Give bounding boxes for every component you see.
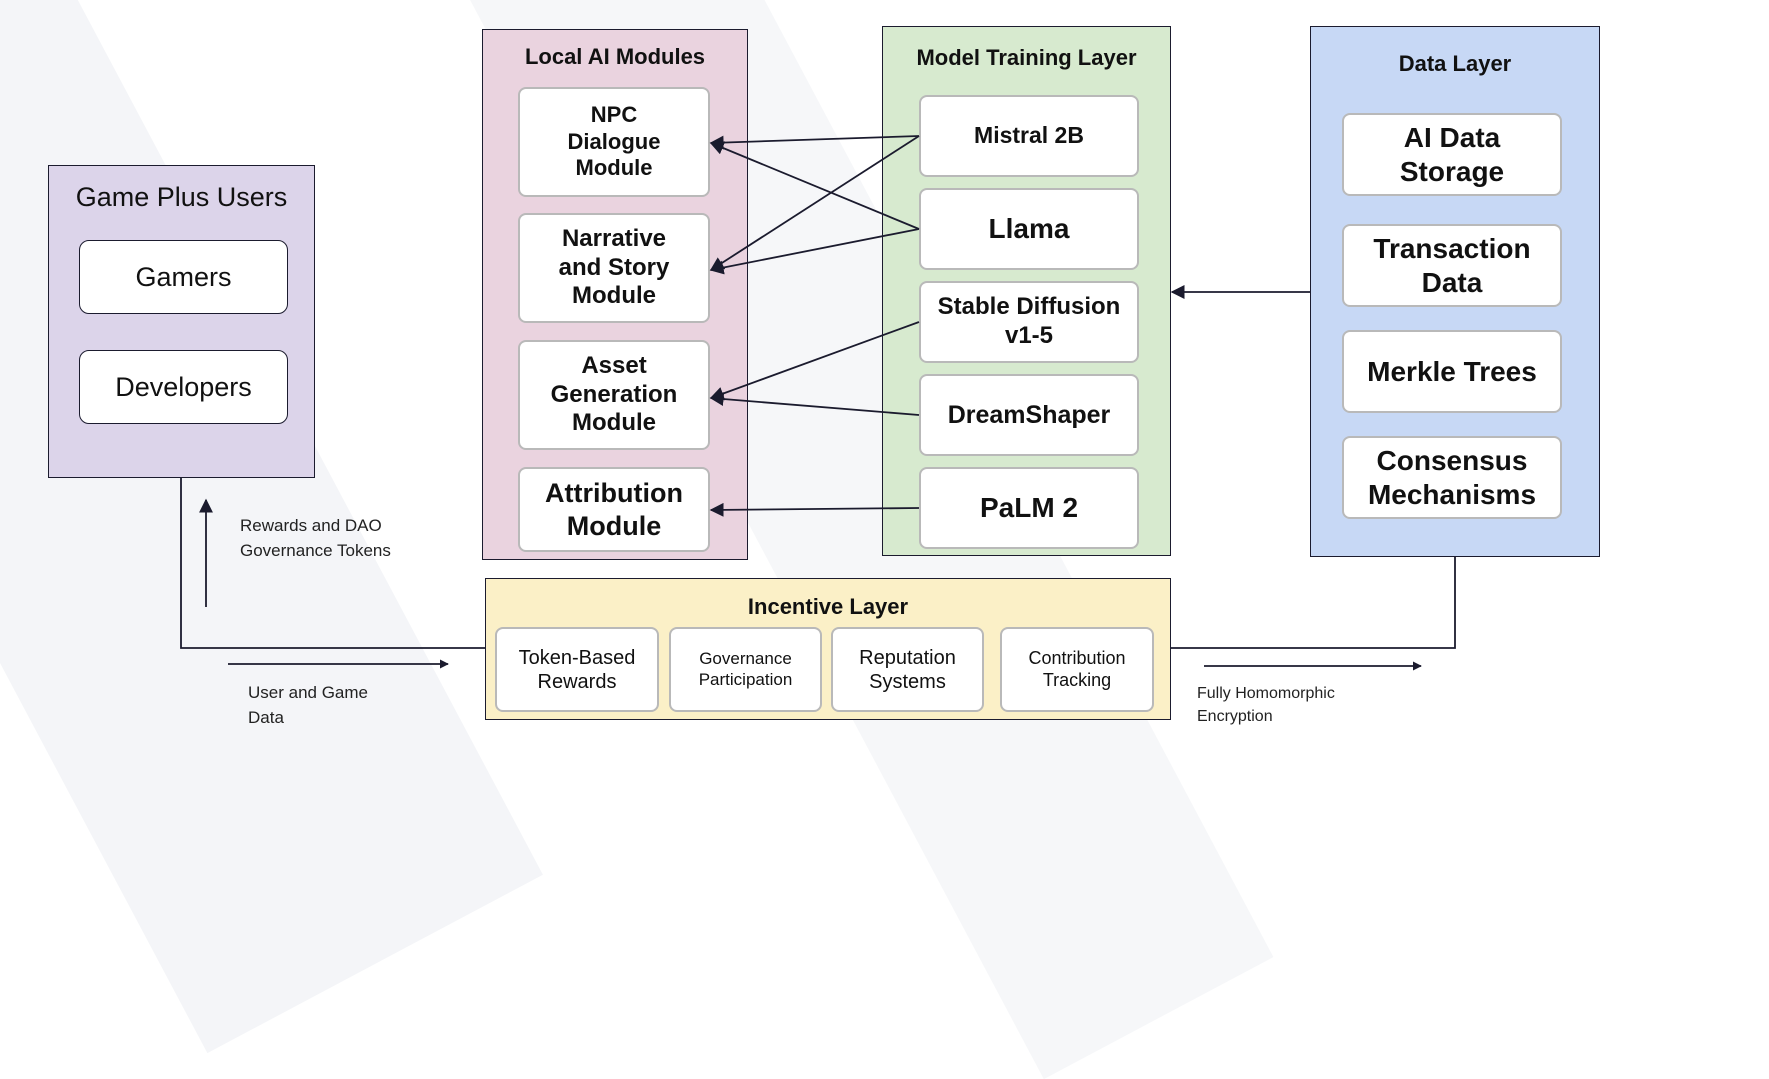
- merkle-trees-node: Merkle Trees: [1342, 330, 1562, 413]
- line-incentive-to-data: [1171, 557, 1456, 649]
- fhe-label: Fully Homomorphic Encryption: [1197, 682, 1335, 728]
- stable-diffusion-node: Stable Diffusion v1-5: [919, 281, 1139, 363]
- arrow-palm-to-attribution: [709, 502, 920, 517]
- gamers-node: Gamers: [79, 240, 288, 314]
- rewards-label-line2: Governance Tokens: [240, 541, 391, 560]
- line-users-to-incentive: [180, 478, 485, 649]
- asset-generation-module: Asset Generation Module: [518, 340, 710, 450]
- governance-participation-node: Governance Participation: [669, 627, 822, 712]
- token-rewards-node: Token-Based Rewards: [495, 627, 659, 712]
- attribution-module: Attribution Module: [518, 467, 710, 552]
- palm-2-node: PaLM 2: [919, 467, 1139, 549]
- rewards-label: Rewards and DAO Governance Tokens: [240, 513, 391, 563]
- arrow-mistral-to-narrative: [709, 135, 920, 271]
- arrow-stable-to-asset: [709, 321, 920, 401]
- consensus-mechanisms-node: Consensus Mechanisms: [1342, 436, 1562, 519]
- llama-node: Llama: [919, 188, 1139, 270]
- users-panel: Game Plus Users: [48, 165, 315, 478]
- arrow-llama-to-narrative: [709, 228, 920, 275]
- user-data-label: User and Game Data: [248, 680, 368, 730]
- npc-dialogue-module: NPC Dialogue Module: [518, 87, 710, 197]
- narrative-story-module: Narrative and Story Module: [518, 213, 710, 323]
- mistral-2b-node: Mistral 2B: [919, 95, 1139, 177]
- user-data-label-line2: Data: [248, 708, 284, 727]
- contribution-tracking-node: Contribution Tracking: [1000, 627, 1154, 712]
- developers-node: Developers: [79, 350, 288, 424]
- connector-layer: [180, 135, 1456, 671]
- fhe-label-line1: Fully Homomorphic: [1197, 685, 1335, 702]
- arrow-llama-to-npc: [709, 141, 920, 230]
- rewards-label-line1: Rewards and DAO: [240, 516, 382, 535]
- incentive-title: Incentive Layer: [747, 594, 909, 619]
- user-data-label-line1: User and Game: [248, 683, 368, 702]
- arrow-mistral-to-npc: [709, 135, 920, 150]
- local-ai-title: Local AI Modules: [524, 44, 706, 69]
- fhe-label-line2: Encryption: [1197, 708, 1273, 725]
- dreamshaper-node: DreamShaper: [919, 374, 1139, 456]
- users-title: Game Plus Users: [75, 182, 288, 212]
- ai-data-storage-node: AI Data Storage: [1342, 113, 1562, 196]
- reputation-systems-node: Reputation Systems: [831, 627, 984, 712]
- transaction-data-node: Transaction Data: [1342, 224, 1562, 307]
- arrow-dreamshaper-to-asset: [709, 392, 920, 416]
- data-layer-title: Data Layer: [1398, 51, 1512, 76]
- training-title: Model Training Layer: [916, 45, 1137, 70]
